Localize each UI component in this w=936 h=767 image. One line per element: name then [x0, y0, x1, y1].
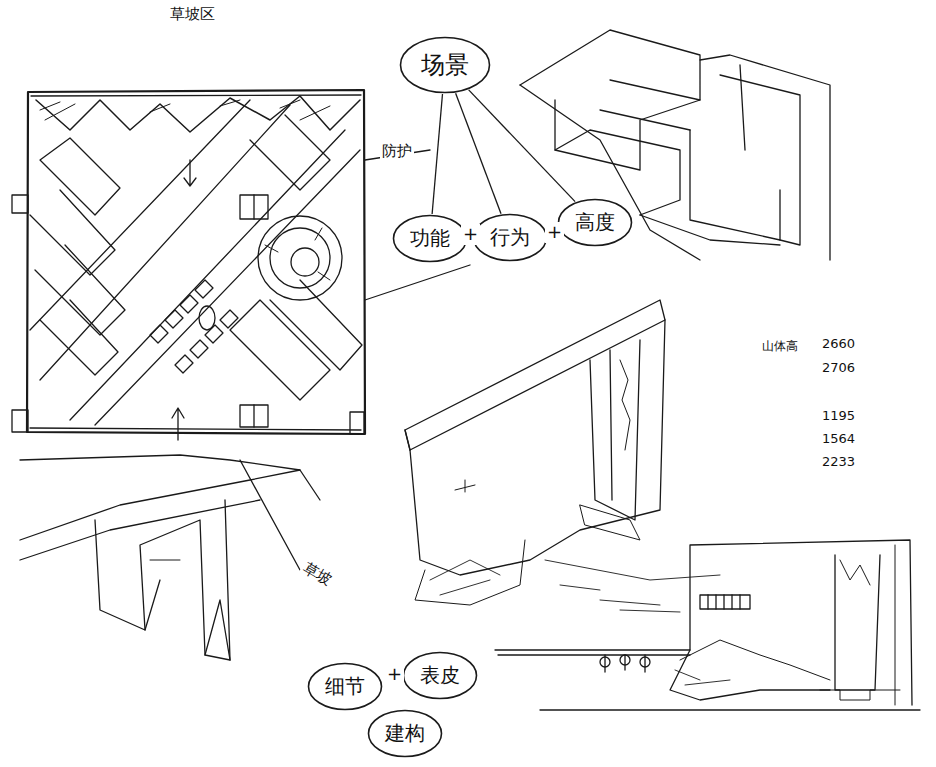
- sketch-note: 防护: [380, 143, 414, 160]
- sketch-note: 2660: [820, 337, 857, 352]
- keyword-text: 行为: [472, 224, 548, 251]
- connector-line: [432, 94, 442, 214]
- keyword-text: 表皮: [402, 662, 478, 689]
- sketch-note: 1564: [820, 432, 857, 447]
- circled-keyword: 行为: [472, 213, 548, 262]
- circled-keyword: 场景: [399, 36, 491, 94]
- keyword-text: 高度: [557, 209, 633, 236]
- keyword-text: 场景: [399, 49, 491, 81]
- connector-line: [469, 90, 575, 202]
- sketch-note: 2706: [820, 361, 857, 376]
- keyword-text: 建构: [367, 720, 443, 747]
- circled-keyword: 功能: [392, 214, 468, 263]
- sketch-note: 1195: [820, 409, 857, 424]
- sketch-note: +: [461, 224, 480, 245]
- connector-line: [456, 93, 501, 213]
- sketch-note: 草坡: [298, 559, 336, 591]
- sketch-note: +: [385, 664, 404, 685]
- sketch-note: 草坡区: [168, 6, 217, 23]
- circled-keyword: 表皮: [402, 651, 478, 700]
- circled-keyword: 高度: [557, 198, 633, 247]
- keyword-text: 细节: [307, 673, 383, 700]
- circled-keyword: 细节: [307, 662, 383, 711]
- sketch-note: 山体高: [760, 340, 800, 354]
- sketch-note: +: [545, 222, 564, 243]
- sketch-note: 2233: [820, 455, 857, 470]
- circled-keyword: 建构: [367, 709, 443, 758]
- keyword-text: 功能: [392, 225, 468, 252]
